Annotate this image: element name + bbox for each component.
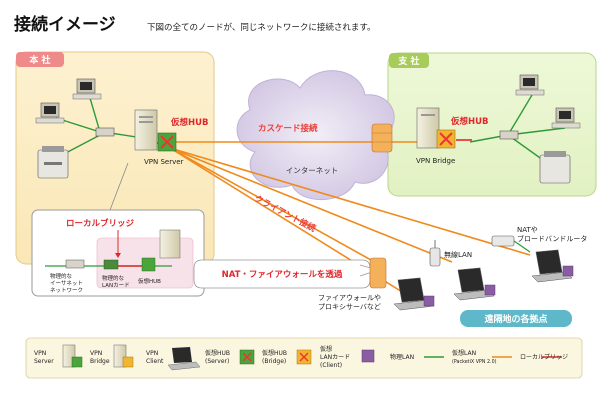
site-label-branch: 支 社 xyxy=(397,55,419,67)
branch-pc-2 xyxy=(551,107,581,129)
remote-laptop-1 xyxy=(393,277,435,311)
main-pc-2 xyxy=(72,78,102,100)
inset-title: ローカルブリッジ xyxy=(66,218,135,229)
legend-label-local-bridge: ローカルブリッジ xyxy=(520,353,568,361)
client-conn-label: クライアント接続 xyxy=(253,193,318,235)
vpn-server xyxy=(134,109,177,152)
internet-cloud: インターネット xyxy=(236,70,395,201)
vpn-server-label: VPN Server xyxy=(144,158,184,166)
branch-printer xyxy=(539,151,571,184)
legend-virtual-lan-card-icon xyxy=(361,349,375,363)
branch-firewall xyxy=(371,123,393,153)
inset-hub-label: 仮想HUB xyxy=(138,277,161,285)
local-bridge-inset: ローカルブリッジ xyxy=(31,162,205,297)
virtual-hub-main-label: 仮想HUB xyxy=(170,117,209,128)
site-tag-main xyxy=(16,52,64,67)
branch-switch xyxy=(499,130,519,140)
main-switch xyxy=(95,127,115,137)
virtual-hub-branch-label: 仮想HUB xyxy=(450,116,489,127)
remote-label: 遠隔地の各拠点 xyxy=(484,313,547,325)
nat-router-label: NATやブロードバンドルータ xyxy=(517,226,587,243)
remote-laptop-2 xyxy=(453,267,496,301)
page-title: 接続イメージ xyxy=(14,14,116,35)
legend-label-hub-bridge: 仮想HUB(Bridge) xyxy=(262,349,287,365)
virtual-lan-card-icon xyxy=(423,295,435,307)
branch-pc-1 xyxy=(515,74,545,96)
main-pc-1 xyxy=(35,102,65,124)
remote-laptop-3 xyxy=(531,249,574,283)
site-label-main: 本 社 xyxy=(29,54,50,66)
wireless-label: 無線LAN xyxy=(444,250,472,259)
main-printer xyxy=(37,146,69,179)
inset-switch xyxy=(65,259,85,269)
nat-fw-callout: NAT・ファイアウォールを透過 xyxy=(193,259,380,289)
remote-firewall xyxy=(369,257,387,289)
broadband-router xyxy=(491,235,531,253)
inset-virtual-hub-icon xyxy=(141,257,156,272)
internet-label: インターネット xyxy=(286,166,339,175)
cascade-label: カスケード接続 xyxy=(258,123,318,134)
vpn-bridge-label: VPN Bridge xyxy=(416,157,455,165)
nat-fw-label: NAT・ファイアウォールを透過 xyxy=(222,269,343,280)
legend-laptop-icon xyxy=(172,347,192,363)
virtual-lan-lines xyxy=(169,141,531,304)
remote-sites-badge: 遠隔地の各拠点 xyxy=(460,310,572,327)
legend-label-hub-server: 仮想HUB(Server) xyxy=(205,349,230,365)
page-subtitle: 下図の全てのノードが、同じネットワークに接続されます。 xyxy=(147,22,375,33)
legend xyxy=(25,337,583,379)
inset-server xyxy=(159,229,181,259)
fw-proxy-label: ファイアウォールやプロキシサーバなど xyxy=(318,294,381,311)
legend-label-virtual-lan: 仮想LAN(PacketiX VPN 2.0) xyxy=(452,349,497,365)
site-tag-branch xyxy=(389,53,429,68)
wireless-ap xyxy=(429,240,441,267)
legend-label-physical-lan: 物理LAN xyxy=(390,353,414,361)
vpn-bridge xyxy=(416,107,456,149)
inset-phys-net-label: 物理的なイーサネットネットワーク xyxy=(50,272,83,294)
inset-lan-card xyxy=(103,259,119,270)
